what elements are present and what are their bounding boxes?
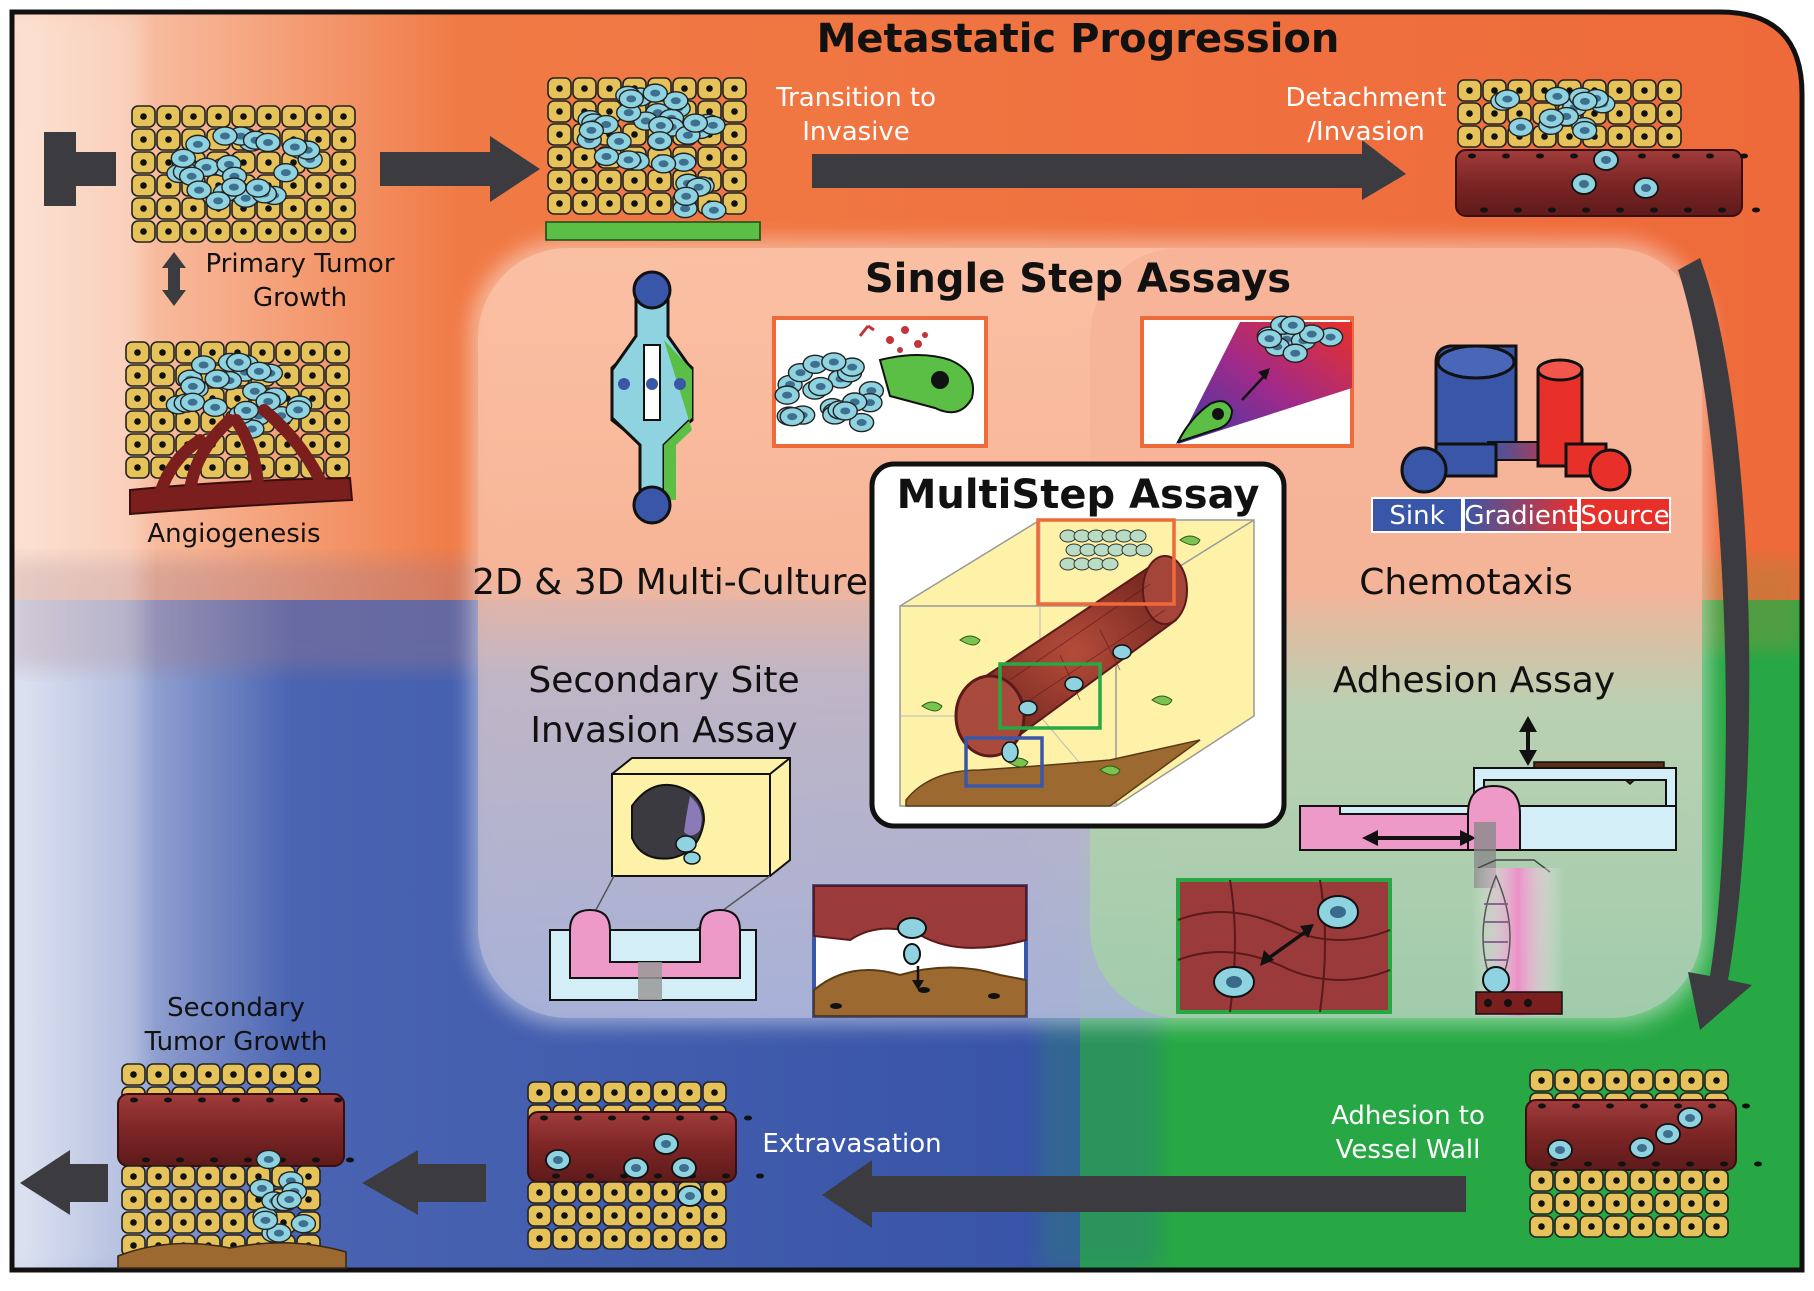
detachment-tumor [1455,79,1760,217]
sink-box [1371,497,1463,533]
focus-box-orange [1036,518,1176,606]
label-angiogenesis: Angiogenesis [147,519,320,549]
arrow-to-detachment [812,140,1406,200]
sink-label: Sink [1389,501,1444,531]
label-multiculture: 2D & 3D Multi-Culture [472,562,868,603]
chemotaxis-device: Sink Gradient Source [1371,344,1671,533]
primary-tumor [131,105,356,243]
focus-box-blue [964,736,1044,788]
extravasation-tissue [527,1081,764,1250]
arrow-growth-to-transition [380,136,540,202]
label-adhesion-assay: Adhesion Assay [1333,660,1615,701]
outer-frame [9,9,1805,1273]
port-bottom [632,485,672,525]
arrow-to-extravasation [822,1160,1466,1228]
double-arrow-primary [162,252,186,306]
adhesion-vessel-tissue [1525,1069,1762,1238]
panel-coculture [772,316,988,448]
tissue-illustrations [117,77,1762,1269]
source-box [1579,497,1671,533]
source-label: Source [1580,501,1669,531]
port-top [632,270,672,310]
secondary-site-device [549,757,791,1001]
arrow-to-secondary [362,1150,486,1215]
label-detachment: Detachment/Invasion [1286,83,1447,147]
main-title: Metastatic Progression [817,16,1340,62]
multistep-title: MultiStep Assay [897,472,1260,518]
single-step-title: Single Step Assays [865,256,1291,302]
panel-extravasation-closeup [812,884,1028,1018]
focus-box-green [998,662,1102,730]
gradient-label: Gradient [1464,501,1577,531]
transition-tumor [545,77,761,241]
panel-chemotaxis-gradient [1140,315,1354,448]
angiogenesis-tumor [125,341,354,516]
multiculture-device [610,270,694,525]
secondary-tumor [117,1063,354,1269]
adhesion-device [1299,716,1677,1016]
arrow-out-secondary [20,1150,108,1215]
arrow-circulation [1678,258,1752,1030]
progression-arrows [20,132,1752,1228]
gradient-box [1463,497,1579,533]
label-extravasation: Extravasation [762,1129,941,1159]
inhibition-symbol [44,132,116,206]
assay-labels: 2D & 3D Multi-Culture Chemotaxis Seconda… [472,562,1615,751]
panel-adhesion-closeup [1176,878,1392,1014]
label-chemotaxis: Chemotaxis [1359,562,1572,603]
multistep-assay-box: MultiStep Assay [869,461,1287,829]
